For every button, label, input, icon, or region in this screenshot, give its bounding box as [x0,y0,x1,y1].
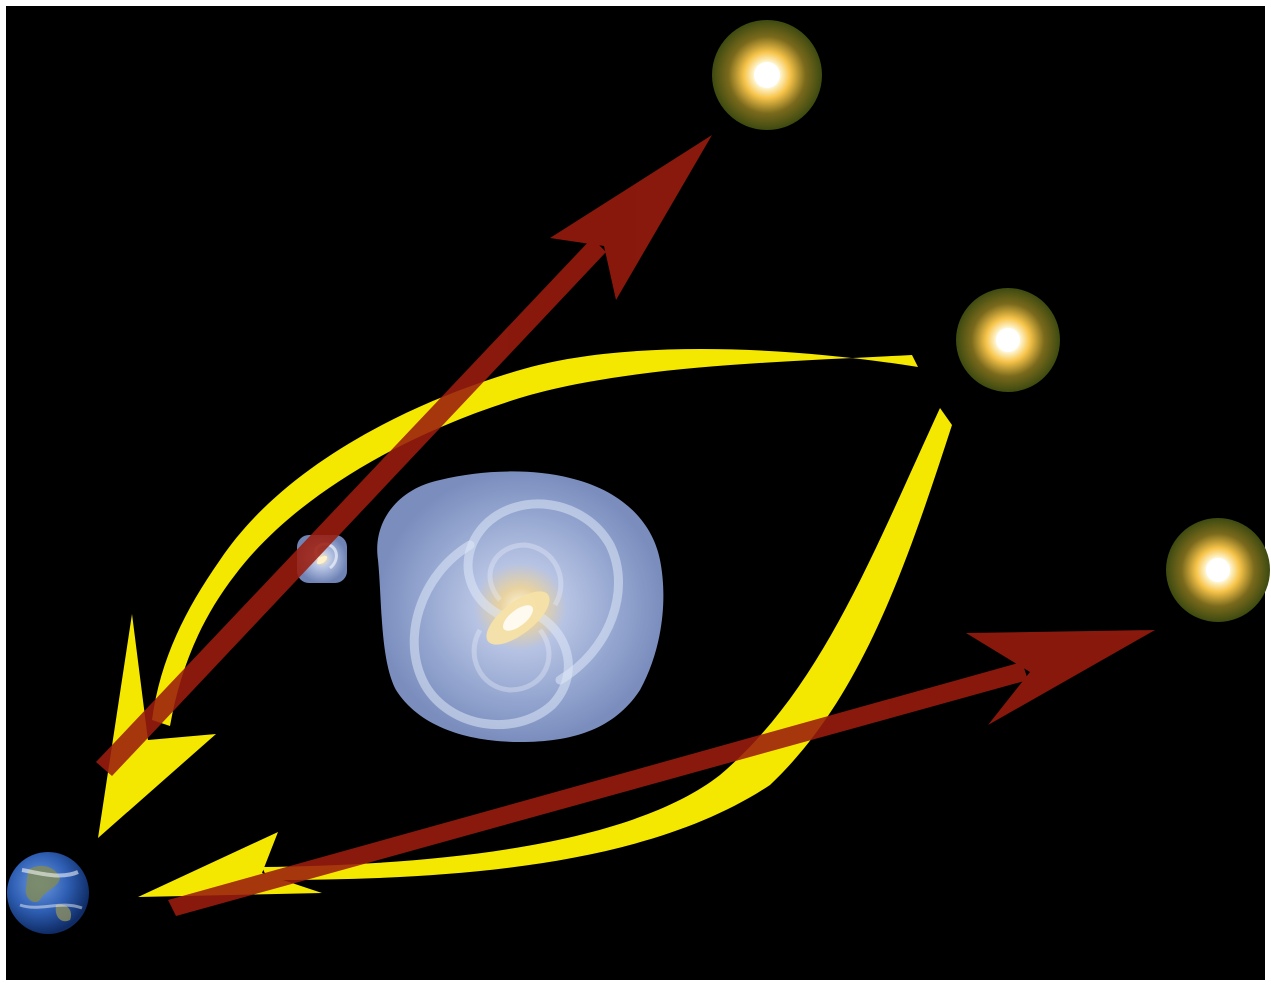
milky-way-galaxy-icon [377,471,663,742]
star-middle-icon [956,288,1060,392]
star-top-icon [712,20,822,130]
star-right-icon [1166,518,1270,622]
earth-icon [7,852,89,934]
